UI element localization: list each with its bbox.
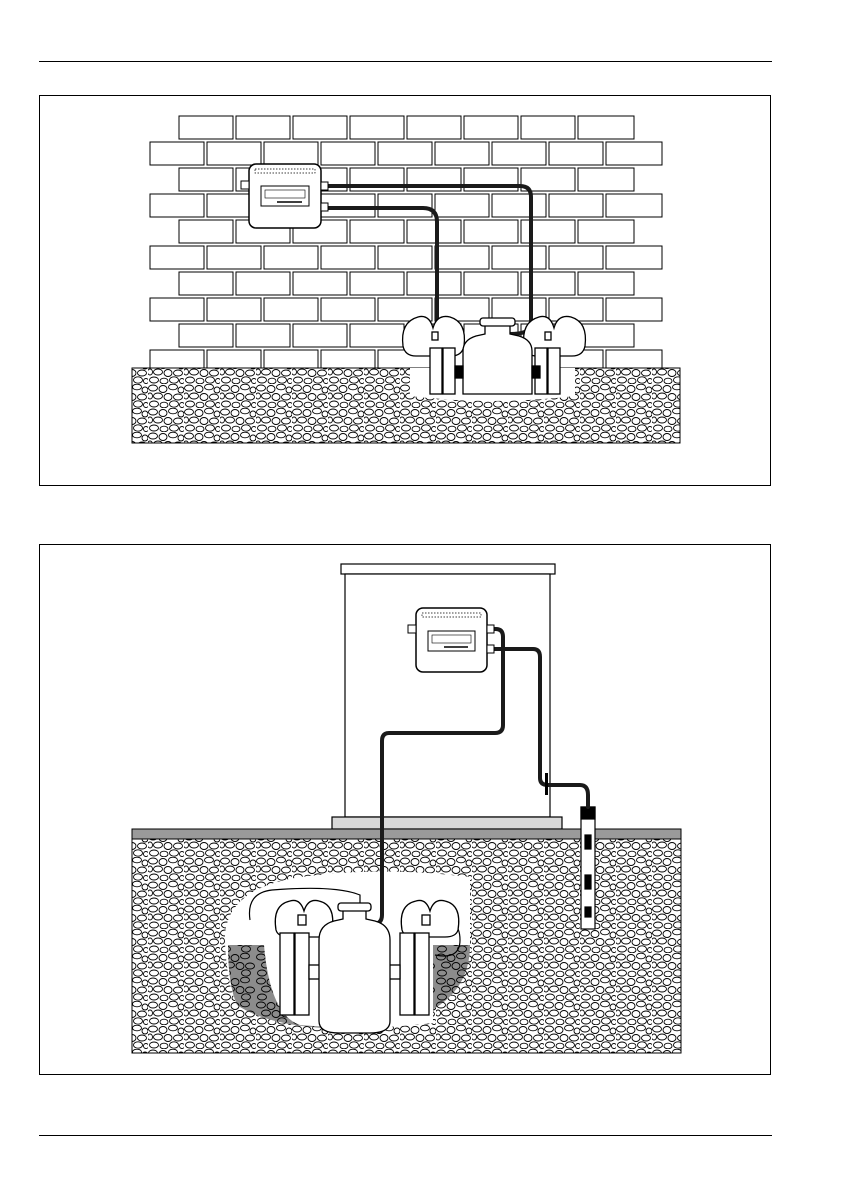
signal-converter xyxy=(408,608,494,672)
footer-rule xyxy=(39,1135,772,1136)
cabinet-installation-diagram xyxy=(40,545,772,1076)
cable-gland-marker xyxy=(545,773,548,795)
flow-sensor xyxy=(249,888,460,1033)
signal-converter xyxy=(241,164,328,228)
wall-installation-diagram xyxy=(40,96,772,487)
header-rule xyxy=(39,61,772,62)
grounding-rod xyxy=(581,807,595,929)
cabinet xyxy=(332,564,562,829)
figure-wall-mounted-installation xyxy=(39,95,771,486)
flow-sensor xyxy=(403,316,586,394)
gravel-ground xyxy=(132,368,680,443)
figure-cabinet-installation xyxy=(39,544,771,1075)
ground-surface xyxy=(132,829,681,839)
